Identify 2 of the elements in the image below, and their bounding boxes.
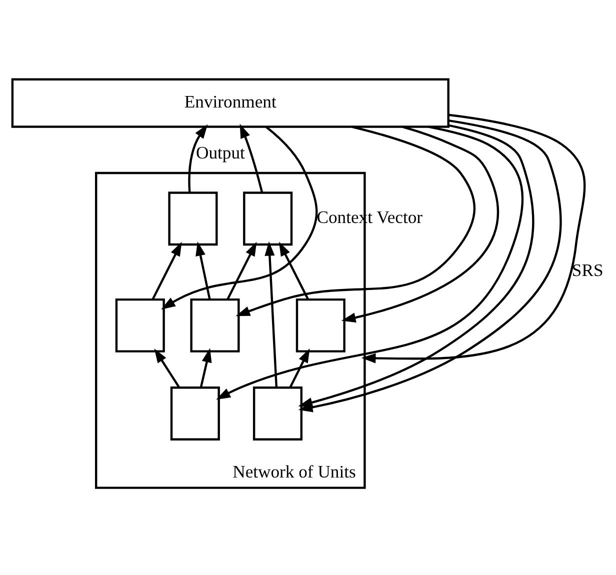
- edge-label: SRS: [572, 260, 604, 280]
- edge-label: Output: [196, 142, 245, 162]
